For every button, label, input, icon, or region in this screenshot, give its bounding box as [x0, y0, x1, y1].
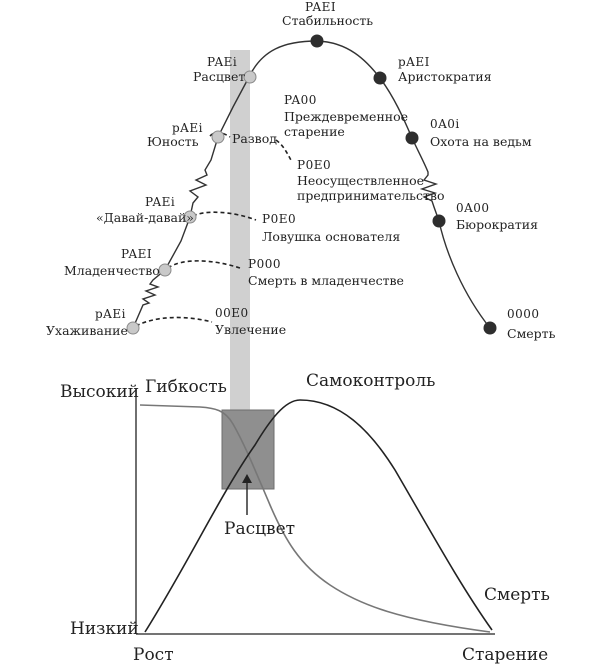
prime-arrow [242, 474, 252, 515]
stage-label-adolescence: Юность [147, 134, 199, 149]
self-control-curve [144, 399, 493, 633]
stage-node-aristocracy [373, 71, 387, 85]
stage-code-adolescence: pAEi [172, 121, 203, 135]
stage-label-gogo: «Давай-давай» [96, 210, 194, 225]
trap-label-unfulfilled-line1: Неосуществленное [297, 173, 424, 188]
stage-node-witch-hunt [405, 131, 419, 145]
trap-label-unfulfilled: Неосуществленное предпринимательство [297, 173, 444, 203]
stage-node-adolescence [211, 130, 225, 144]
trap-label-affair: Увлечение [215, 322, 286, 337]
stage-label-bureaucracy: Бюрократия [456, 217, 538, 232]
trap-label-infant-mortality: Смерть в младенчестве [248, 273, 404, 288]
stage-label-prime: Расцвет [193, 69, 245, 84]
trap-path-infant-mortality [167, 260, 241, 269]
stage-code-aristocracy: pAEI [398, 55, 430, 69]
trap-code-founder-trap: P0E0 [262, 212, 296, 226]
stage-node-courtship [126, 321, 140, 335]
trap-labels: 00E0 Увлечение P000 Смерть в младенчеств… [215, 93, 444, 337]
stage-code-prime: PAEi [207, 55, 237, 69]
trap-path-divorce-2 [275, 139, 293, 163]
trap-label-premature-aging: Преждевременное старение [284, 109, 412, 139]
trap-path-affair [135, 316, 213, 327]
trap-code-affair: 00E0 [215, 306, 249, 320]
stage-code-courtship: pAEi [95, 307, 126, 321]
x-axis-end-label: Старение [462, 645, 548, 665]
stage-code-infancy: PAEI [121, 247, 152, 261]
y-axis-low-label: Низкий [70, 619, 139, 639]
trap-code-infant-mortality: P000 [248, 257, 281, 271]
stage-label-infancy: Младенчество [64, 263, 160, 278]
chart-axes [135, 388, 495, 635]
death-label: Смерть [484, 585, 550, 605]
stage-label-stability: Стабильность [282, 13, 373, 28]
stage-label-aristocracy: Аристократия [398, 69, 492, 84]
stage-node-stability [310, 34, 324, 48]
stage-code-bureaucracy: 0A00 [456, 201, 490, 215]
trap-label-unfulfilled-line2: предпринимательство [297, 188, 444, 203]
stage-code-witch-hunt: 0A0i [430, 117, 460, 131]
prime-arrow-head [242, 474, 252, 483]
trap-path-founder-trap [192, 211, 257, 221]
prime-band [230, 50, 250, 415]
stage-label-courtship: Ухаживание [46, 323, 128, 338]
trap-label-divorce: Развод [232, 131, 277, 146]
descent-nodes [310, 34, 497, 335]
stage-node-death [483, 321, 497, 335]
stage-code-death: 0000 [507, 307, 540, 321]
stage-node-prime [243, 70, 257, 84]
flexibility-label: Гибкость [145, 377, 227, 397]
stage-label-witch-hunt: Охота на ведьм [430, 134, 532, 149]
stage-label-death: Смерть [507, 326, 556, 341]
stage-node-infancy [158, 263, 172, 277]
stage-node-gogo [183, 210, 197, 224]
stage-code-stability: PAEI [305, 0, 336, 14]
stage-node-bureaucracy [432, 214, 446, 228]
stage-labels: pAEi Ухаживание PAEI Младенчество PAEi «… [46, 0, 556, 341]
trap-label-premature-aging-line2: старение [284, 124, 345, 139]
trap-code-premature-aging: PA00 [284, 93, 317, 107]
trap-label-founder-trap: Ловушка основателя [262, 229, 400, 244]
flexibility-curve [139, 404, 491, 633]
stage-code-gogo: PAEi [145, 195, 175, 209]
ascent-nodes [126, 70, 257, 335]
prime-label: Расцвет [224, 519, 295, 539]
y-axis-high-label: Высокий [60, 382, 139, 402]
self-control-label: Самоконтроль [306, 371, 435, 391]
trap-label-premature-aging-line1: Преждевременное [284, 109, 408, 124]
x-axis-start-label: Рост [133, 645, 174, 665]
trap-code-unfulfilled: P0E0 [297, 158, 331, 172]
